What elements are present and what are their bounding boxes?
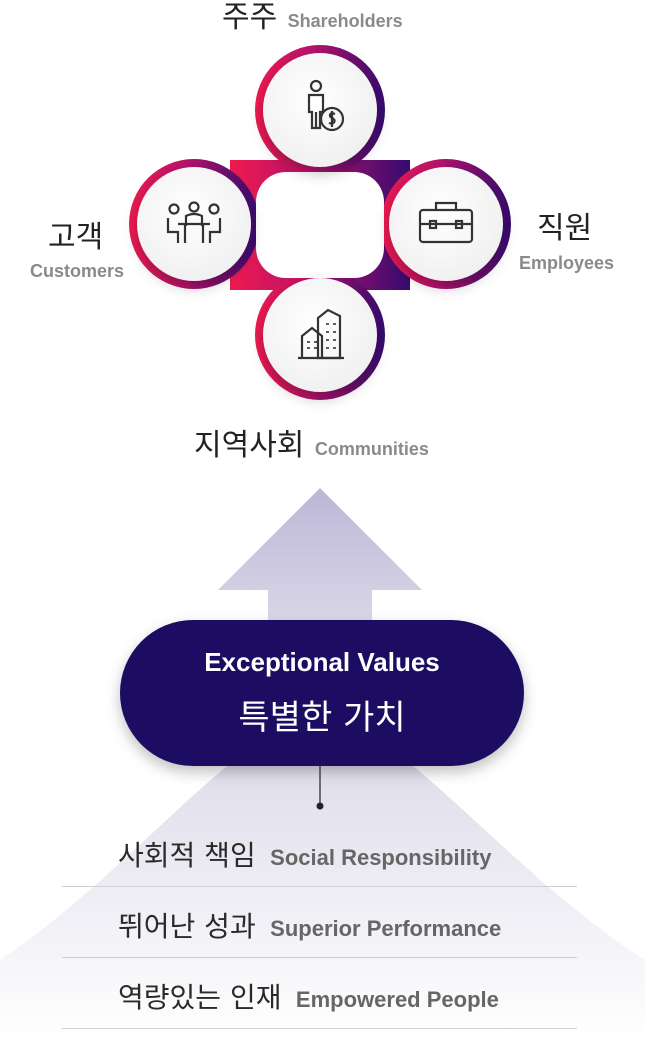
communities-en: Communities — [314, 439, 429, 459]
foundation-kr: 뛰어난 성과 — [118, 910, 256, 943]
briefcase-icon — [418, 201, 474, 244]
divider — [62, 1028, 577, 1029]
employees-en: Employees — [519, 253, 615, 273]
foundation-row-0: 사회적 책임 Social Responsibility — [118, 834, 491, 874]
foundation-kr: 사회적 책임 — [118, 839, 256, 872]
foundation-row-2: 역량있는 인재 Empowered People — [118, 976, 499, 1016]
employees-kr: 직원 — [537, 211, 593, 246]
foundation-row-1: 뛰어난 성과 Superior Performance — [118, 905, 501, 945]
foundation-en: Empowered People — [295, 987, 499, 1012]
customers-kr: 고객 — [48, 220, 104, 255]
shareholders-label: 주주 Shareholders — [222, 0, 403, 36]
divider — [62, 886, 577, 887]
core-title-en: Exceptional Values — [204, 647, 440, 677]
divider — [62, 957, 577, 958]
connector-dot — [316, 802, 324, 810]
shareholders-kr: 주주 — [222, 0, 278, 35]
core-pill — [120, 620, 524, 766]
shareholders-node — [263, 53, 377, 167]
buildings-icon — [298, 308, 344, 360]
core-title-kr: 특별한 가치 — [238, 698, 406, 738]
foundation-en: Social Responsibility — [270, 845, 492, 870]
fan-backdrop — [0, 700, 645, 1041]
shareholders-en: Shareholders — [287, 11, 403, 31]
communities-kr: 지역사회 — [194, 428, 305, 463]
foundation-kr: 역량있는 인재 — [118, 981, 282, 1014]
meeting-people-icon — [166, 201, 222, 243]
person-coin-icon — [307, 79, 345, 132]
up-arrow — [218, 488, 422, 640]
communities-label: 지역사회 Communities — [194, 420, 429, 464]
customers-en: Customers — [30, 261, 125, 281]
foundation-en: Superior Performance — [270, 916, 502, 941]
